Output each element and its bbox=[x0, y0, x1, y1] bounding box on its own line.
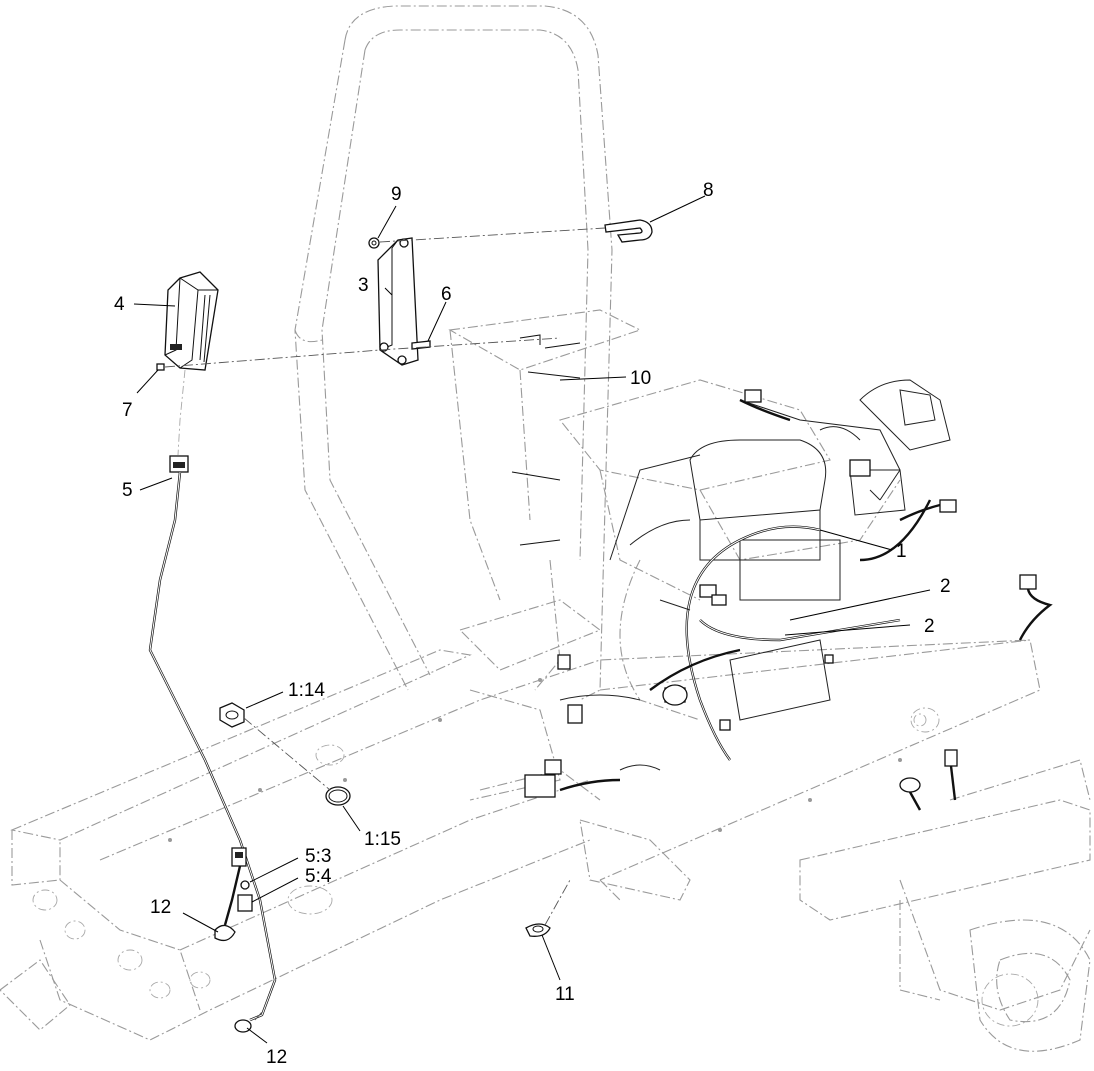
callout-2-lower: 2 bbox=[924, 616, 935, 637]
callout-5-4: 5:4 bbox=[305, 866, 332, 887]
callout-3: 3 bbox=[358, 275, 369, 296]
part-5-harness bbox=[148, 369, 277, 1033]
callout-7: 7 bbox=[122, 400, 133, 421]
part-1-15-ring bbox=[325, 786, 351, 806]
callout-1-15: 1:15 bbox=[364, 829, 401, 850]
callout-12-upper: 12 bbox=[150, 897, 171, 918]
callout-2-upper: 2 bbox=[940, 576, 951, 597]
callout-11: 11 bbox=[555, 984, 575, 1005]
assembly-lines bbox=[164, 227, 606, 1021]
part-1-14-nut bbox=[219, 702, 245, 728]
callout-12-lower: 12 bbox=[266, 1047, 287, 1068]
callout-1-14: 1:14 bbox=[288, 680, 325, 701]
part-4-control-module bbox=[164, 271, 219, 371]
part-9-nut bbox=[368, 237, 380, 249]
callout-9: 9 bbox=[391, 184, 402, 205]
part-8-u-bolt bbox=[604, 219, 653, 243]
callout-8: 8 bbox=[703, 180, 714, 201]
callout-labels: 1 2 2 3 4 5 6 7 8 9 10 11 12 12 1:14 1:1… bbox=[114, 180, 951, 1068]
part-11-clip bbox=[525, 923, 551, 937]
callout-5: 5 bbox=[122, 480, 133, 501]
callout-6: 6 bbox=[441, 284, 452, 305]
part-6-bolt bbox=[411, 340, 431, 350]
part-3-mounting-plate bbox=[377, 237, 419, 366]
callout-4: 4 bbox=[114, 294, 125, 315]
engine-harness-assembly bbox=[524, 379, 1053, 811]
roll-bar-phantom bbox=[294, 5, 613, 701]
leader-lines bbox=[133, 195, 931, 1044]
callout-5-3: 5:3 bbox=[305, 846, 331, 867]
callout-10: 10 bbox=[630, 368, 651, 389]
callout-1: 1 bbox=[896, 541, 907, 562]
part-7-screw bbox=[156, 363, 165, 371]
part-10-u-bolt bbox=[511, 334, 581, 546]
